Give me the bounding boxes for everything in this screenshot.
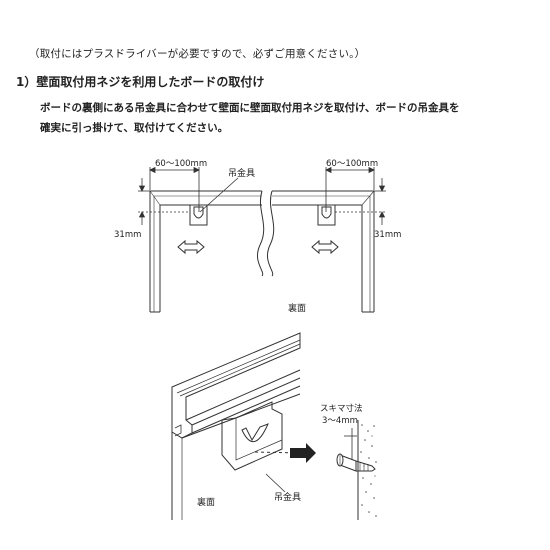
hanger-bracket [221, 401, 283, 471]
gap-label: スキマ寸法 [320, 403, 363, 414]
instruction-paragraph-line-2: 確実に引っ掛けて、取付けてください。 [40, 122, 229, 134]
hanger-right [317, 204, 336, 226]
dimension-right-label: 60～100mm [326, 159, 378, 169]
back-label-top: 裏面 [288, 302, 306, 314]
back-label-bottom: 裏面 [197, 496, 215, 508]
dimension-left-label: 60～100mm [155, 159, 207, 169]
hanger-label-bottom: 吊金具 [274, 491, 301, 503]
gap-value: 3～4mm [322, 416, 358, 426]
section-heading: 1）壁面取付用ネジを利用したボードの取付け [16, 75, 265, 89]
hanger-left [189, 204, 208, 226]
direction-arrow-icon [290, 443, 316, 463]
instruction-note: （取付にはプラスドライバーが必要ですので、必ずご用意ください。） [29, 48, 366, 60]
screw-icon [336, 453, 376, 472]
board-back-diagram: 60～100mm 60～100mm 吊金具 31mm 31mm 裏面 [114, 159, 401, 314]
hanger-label-top: 吊金具 [228, 167, 255, 179]
double-arrow-right [311, 239, 339, 255]
instruction-paragraph-line-1: ボードの裏側にある吊金具に合わせて壁面に壁面取付用ネジを取付け、ボードの吊金具を [40, 102, 460, 114]
double-arrow-left [177, 239, 205, 255]
height-right-label: 31mm [374, 230, 401, 240]
height-left-label: 31mm [114, 230, 141, 240]
